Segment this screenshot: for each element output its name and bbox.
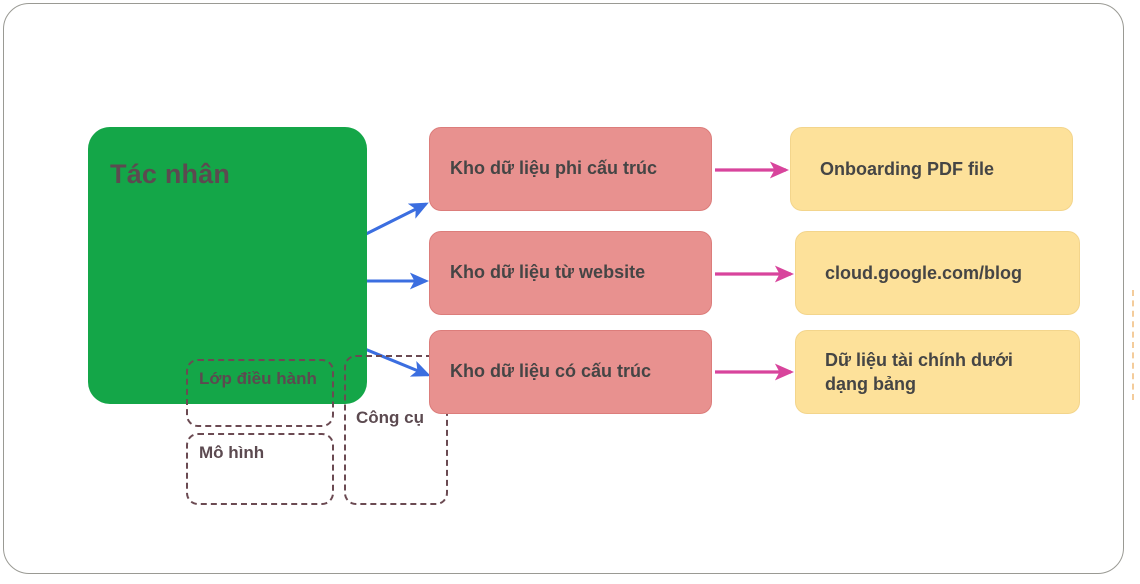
data-store-unstructured[interactable]: Kho dữ liệu phi cấu trúc xyxy=(429,127,712,211)
data-store-website-label: Kho dữ liệu từ website xyxy=(450,262,646,283)
agent-subcomponent-model[interactable]: Mô hình xyxy=(186,433,334,505)
data-source-blog-label: cloud.google.com/blog xyxy=(825,262,1022,283)
agent-container[interactable]: Tác nhân Lớp điều hành Mô hình Công cụ xyxy=(88,127,448,505)
data-store-structured[interactable]: Kho dữ liệu có cấu trúc xyxy=(429,330,712,414)
agent-subcomponent-orchestration-label: Lớp điều hành xyxy=(199,369,317,388)
agent-title: Tác nhân xyxy=(110,159,231,189)
right-dashed-guide xyxy=(1132,290,1134,400)
data-store-unstructured-label: Kho dữ liệu phi cấu trúc xyxy=(450,158,658,179)
agent-subcomponent-tools-label: Công cụ xyxy=(356,408,424,427)
agent-subcomponent-orchestration[interactable]: Lớp điều hành xyxy=(186,359,334,427)
data-source-tabular[interactable]: Dữ liệu tài chính dưới dạng bảng xyxy=(795,330,1080,414)
data-source-tabular-label: Dữ liệu tài chính dưới dạng bảng xyxy=(825,349,1013,394)
data-source-pdf[interactable]: Onboarding PDF file xyxy=(790,127,1073,211)
data-store-structured-label: Kho dữ liệu có cấu trúc xyxy=(450,361,652,382)
agent-subcomponent-tools[interactable]: Công cụ xyxy=(344,355,448,505)
data-store-website[interactable]: Kho dữ liệu từ website xyxy=(429,231,712,315)
agent-subcomponent-model-label: Mô hình xyxy=(199,443,265,462)
data-source-blog[interactable]: cloud.google.com/blog xyxy=(795,231,1080,315)
data-source-pdf-label: Onboarding PDF file xyxy=(820,158,994,179)
